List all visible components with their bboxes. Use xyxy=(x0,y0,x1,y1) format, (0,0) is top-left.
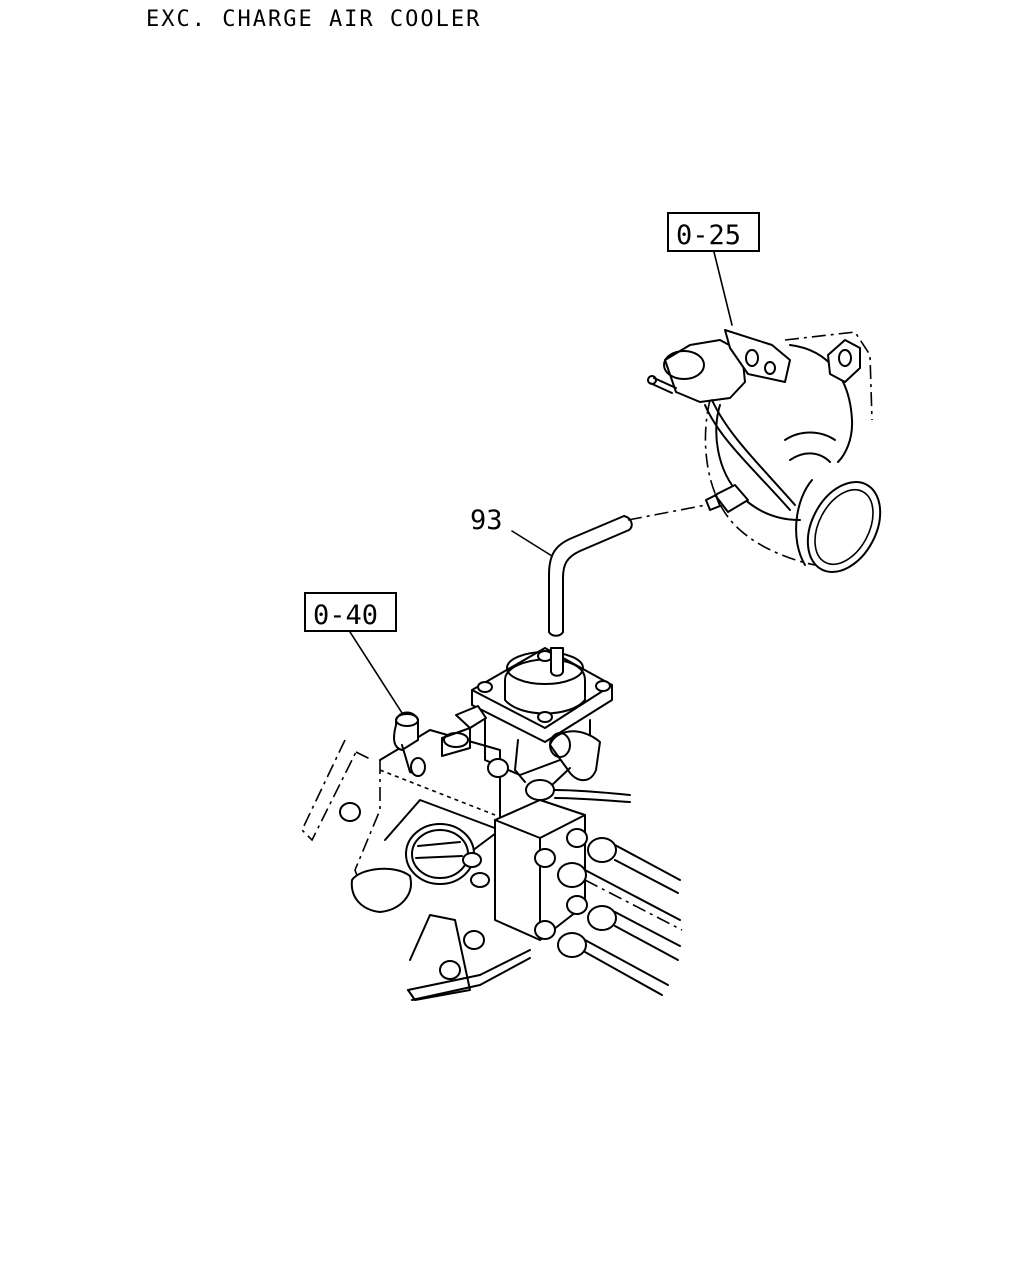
leader-line-93 xyxy=(511,530,553,557)
ref-box-0-40[interactable]: 0-40 xyxy=(304,592,397,632)
hose-part-93[interactable] xyxy=(548,515,633,637)
ref-label-0-40: 0-40 xyxy=(313,600,378,631)
diagram-title: EXC. CHARGE AIR COOLER xyxy=(146,7,481,32)
delivery-valve-fittings xyxy=(534,828,617,958)
ref-box-0-25[interactable]: 0-25 xyxy=(667,212,760,252)
injection-pump-assembly xyxy=(301,647,683,1001)
connection-line xyxy=(627,504,707,521)
leader-line-0-40 xyxy=(349,631,405,717)
part-number-93[interactable]: 93 xyxy=(470,505,503,536)
inlet-housing-assembly xyxy=(647,329,882,573)
ref-label-0-25: 0-25 xyxy=(676,220,741,251)
leader-line-0-25 xyxy=(713,251,733,326)
